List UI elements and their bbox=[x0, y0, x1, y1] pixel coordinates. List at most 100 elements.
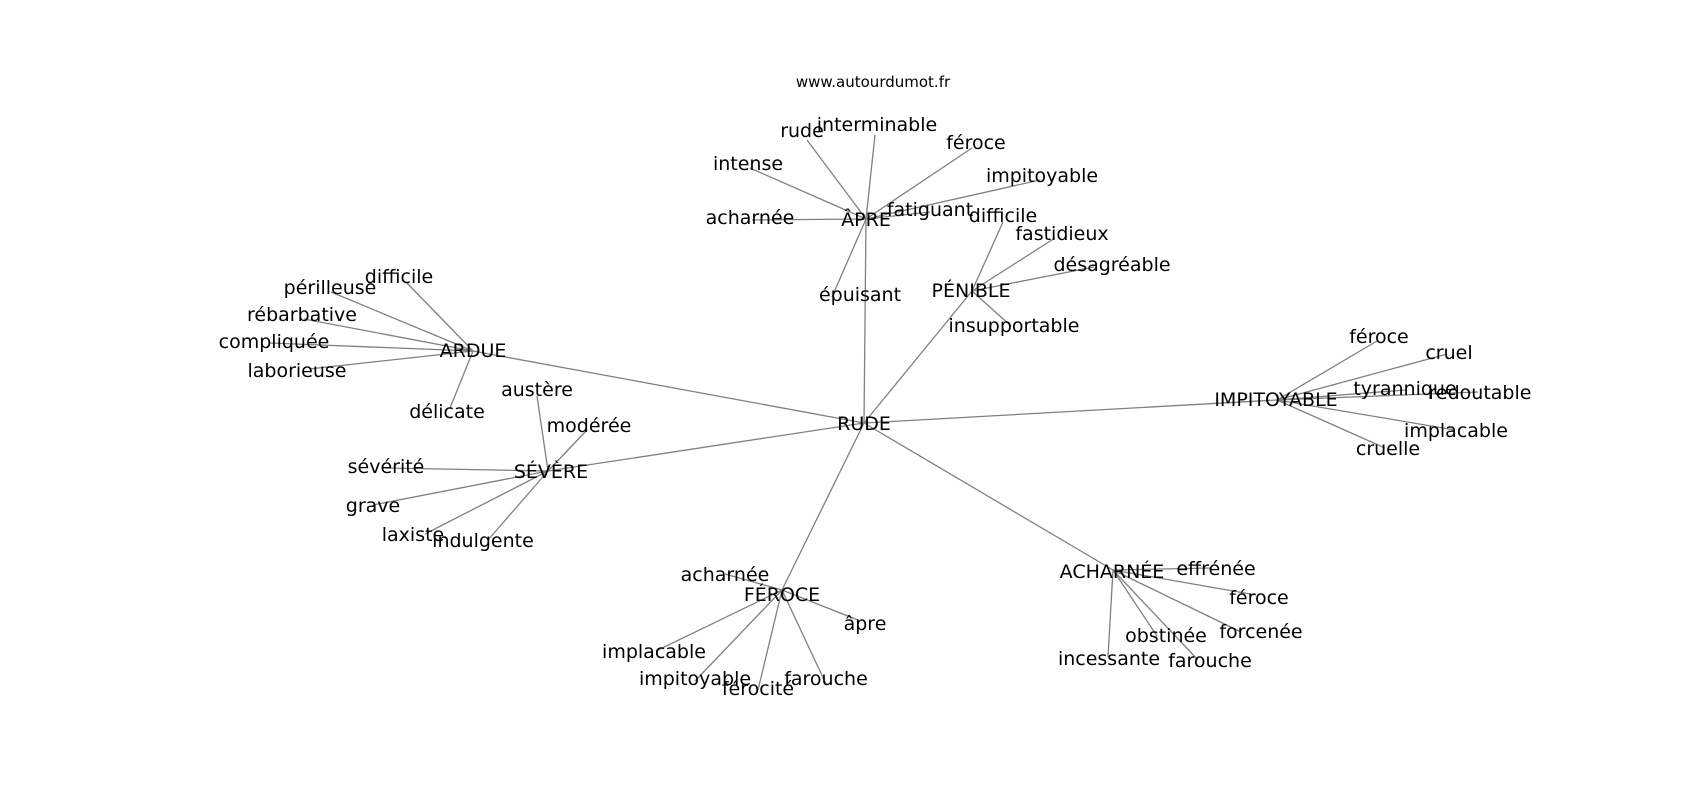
edge-rude-penible bbox=[863, 290, 973, 424]
edge-impitoyable-implacable bbox=[1276, 399, 1456, 431]
edge-acharnee-obstinee bbox=[1112, 569, 1158, 637]
edge-apre-acharnee bbox=[751, 218, 867, 221]
edge-ardue-compliquee bbox=[269, 342, 474, 352]
node-word-impitoyable-implacable[interactable]: implacable bbox=[1404, 420, 1508, 442]
edge-rude-acharnee bbox=[863, 422, 1114, 571]
edge-impitoyable-feroce bbox=[1276, 340, 1378, 401]
node-word-severe-moderee[interactable]: modérée bbox=[547, 415, 632, 437]
node-word-impitoyable-cruelle[interactable]: cruelle bbox=[1356, 438, 1420, 460]
node-word-apre-rude[interactable]: rude bbox=[780, 120, 824, 142]
node-word-apre-acharnee[interactable]: acharnée bbox=[706, 207, 795, 229]
node-word-ardue-rebarbative[interactable]: rébarbative bbox=[247, 304, 357, 326]
edge-ardue-perilleuse bbox=[330, 291, 474, 352]
node-word-ardue-laborieuse[interactable]: laborieuse bbox=[247, 360, 346, 382]
node-word-impitoyable-tyrannique[interactable]: tyrannique bbox=[1353, 378, 1456, 400]
node-word-apre-fatiguant[interactable]: fatiguant bbox=[887, 199, 973, 221]
node-word-penible-difficile[interactable]: difficile bbox=[969, 205, 1037, 227]
edge-impitoyable-tyrannique bbox=[1276, 389, 1406, 401]
node-word-apre-intense[interactable]: intense bbox=[713, 153, 783, 175]
node-word-severe-laxiste[interactable]: laxiste bbox=[382, 524, 444, 546]
edge-apre-intense bbox=[749, 167, 867, 220]
edge-rude-impitoyable bbox=[863, 399, 1278, 424]
edge-penible-difficile bbox=[971, 221, 1004, 292]
node-word-impitoyable-cruel[interactable]: cruel bbox=[1425, 342, 1472, 364]
node-word-feroce-ferocite[interactable]: férocité bbox=[722, 678, 794, 700]
node-word-penible-insupportable[interactable]: insupportable bbox=[949, 315, 1080, 337]
node-word-apre-epuisant[interactable]: épuisant bbox=[819, 284, 901, 306]
node-word-acharnee-effrenee[interactable]: effrénée bbox=[1176, 558, 1255, 580]
node-word-severe-severite[interactable]: sévérité bbox=[348, 456, 425, 478]
node-hub-ardue[interactable]: ARDUE bbox=[440, 340, 507, 362]
node-hub-severe[interactable]: SÉVÈRE bbox=[514, 460, 588, 483]
node-word-acharnee-feroce[interactable]: féroce bbox=[1229, 587, 1289, 609]
node-word-acharnee-farouche[interactable]: farouche bbox=[1168, 650, 1252, 672]
edge-ardue-difficile bbox=[405, 281, 474, 352]
edge-acharnee-incessante bbox=[1107, 569, 1114, 658]
node-word-feroce-impitoyable[interactable]: impitoyable bbox=[639, 668, 751, 690]
edge-ardue-laborieuse bbox=[308, 350, 474, 370]
node-word-ardue-delicate[interactable]: délicate bbox=[409, 401, 485, 423]
node-word-acharnee-obstinee[interactable]: obstinée bbox=[1125, 625, 1207, 647]
node-word-feroce-acharnee[interactable]: acharnée bbox=[681, 564, 770, 586]
node-word-apre-feroce[interactable]: féroce bbox=[946, 132, 1006, 154]
node-word-acharnee-forcenee[interactable]: forcenée bbox=[1219, 621, 1302, 643]
edge-feroce-impitoyable bbox=[694, 589, 783, 682]
node-word-penible-fastidieux[interactable]: fastidieux bbox=[1015, 223, 1108, 245]
node-word-impitoyable-redoutable[interactable]: redoutable bbox=[1429, 382, 1532, 404]
edge-ardue-delicate bbox=[449, 350, 474, 409]
node-word-ardue-compliquee[interactable]: compliquée bbox=[219, 331, 330, 353]
edge-penible-desagreable bbox=[971, 266, 1095, 292]
edge-apre-fatiguant bbox=[865, 211, 931, 220]
edge-severe-laxiste bbox=[424, 470, 549, 535]
edge-feroce-apre bbox=[781, 589, 859, 621]
edge-impitoyable-cruelle bbox=[1276, 399, 1386, 449]
edge-severe-grave bbox=[372, 470, 549, 506]
edge-severe-moderee bbox=[547, 429, 588, 472]
node-word-ardue-difficile[interactable]: difficile bbox=[365, 266, 433, 288]
edge-acharnee-feroce bbox=[1112, 569, 1257, 596]
edge-apre-rude bbox=[806, 139, 867, 220]
edge-feroce-ferocite bbox=[757, 589, 783, 691]
edge-ardue-rebarbative bbox=[303, 318, 474, 352]
edge-severe-indulgente bbox=[487, 470, 549, 541]
node-hub-feroce[interactable]: FÉROCE bbox=[744, 583, 820, 606]
graph-edges bbox=[269, 134, 1479, 691]
node-word-penible-desagreable[interactable]: désagréable bbox=[1053, 254, 1170, 276]
node-word-impitoyable-feroce[interactable]: féroce bbox=[1349, 326, 1409, 348]
node-word-apre-impitoyable[interactable]: impitoyable bbox=[986, 165, 1098, 187]
node-hub-acharnee[interactable]: ACHARNÉE bbox=[1060, 560, 1165, 583]
edge-impitoyable-redoutable bbox=[1276, 391, 1479, 401]
node-word-severe-indulgente[interactable]: indulgente bbox=[432, 530, 534, 552]
edge-apre-feroce bbox=[865, 147, 973, 220]
edge-rude-severe bbox=[547, 422, 865, 472]
node-hub-apre[interactable]: ÂPRE bbox=[841, 208, 891, 231]
node-center-rude[interactable]: RUDE bbox=[837, 413, 891, 435]
edge-feroce-acharnee bbox=[724, 573, 783, 591]
edge-severe-austere bbox=[536, 395, 549, 472]
edge-feroce-farouche bbox=[781, 589, 827, 685]
node-hub-impitoyable[interactable]: IMPITOYABLE bbox=[1214, 389, 1337, 411]
edge-severe-severite bbox=[384, 467, 549, 472]
node-word-ardue-perilleuse[interactable]: périlleuse bbox=[284, 277, 377, 299]
edge-apre-epuisant bbox=[831, 218, 867, 298]
edge-rude-ardue bbox=[472, 350, 865, 424]
edge-impitoyable-cruel bbox=[1276, 353, 1448, 401]
node-word-feroce-implacable[interactable]: implacable bbox=[602, 641, 706, 663]
node-word-severe-grave[interactable]: grave bbox=[346, 495, 400, 517]
node-word-feroce-apre[interactable]: âpre bbox=[844, 613, 887, 635]
edge-apre-interminable bbox=[865, 134, 876, 220]
edge-penible-insupportable bbox=[971, 290, 1012, 327]
node-word-acharnee-incessante[interactable]: incessante bbox=[1058, 648, 1160, 670]
node-word-apre-interminable[interactable]: interminable bbox=[817, 114, 937, 136]
node-hub-penible[interactable]: PÉNIBLE bbox=[932, 279, 1011, 302]
source-url: www.autourdumot.fr bbox=[796, 73, 951, 91]
edge-feroce-implacable bbox=[655, 589, 783, 652]
edge-apre-impitoyable bbox=[865, 179, 1041, 220]
edge-rude-apre bbox=[863, 218, 867, 424]
edge-penible-fastidieux bbox=[971, 237, 1056, 292]
node-word-severe-austere[interactable]: austère bbox=[501, 379, 573, 401]
edge-rude-feroce bbox=[781, 422, 865, 591]
node-word-feroce-farouche[interactable]: farouche bbox=[784, 668, 868, 690]
